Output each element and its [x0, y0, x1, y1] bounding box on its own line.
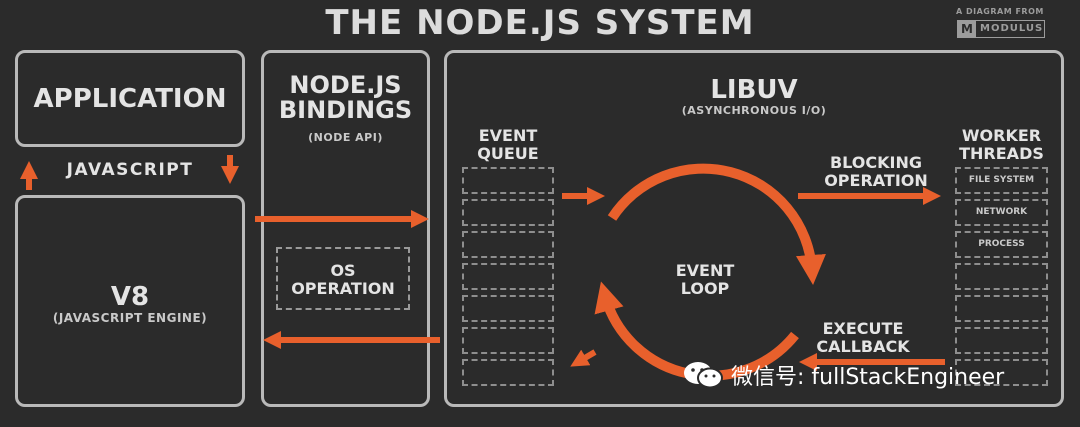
libuv-sublabel: (ASYNCHRONOUS I/O) — [681, 104, 827, 117]
v8-sublabel: (JAVASCRIPT ENGINE) — [52, 311, 208, 325]
nodejs-bindings-box: NODE.JS BINDINGS (NODE API) — [261, 50, 430, 407]
blocking-operation-label: BLOCKING OPERATION — [824, 153, 928, 191]
v8-engine-box: V8 (JAVASCRIPT ENGINE) — [15, 195, 245, 407]
brand-logo: M MODULUS — [957, 20, 1045, 38]
worker-slot — [955, 263, 1048, 290]
queue-slot — [462, 231, 554, 258]
watermark: 微信号: fullStackEngineer — [683, 358, 1004, 392]
worker-threads-label: WORKER THREADS — [959, 126, 1044, 164]
brand-caption: A DIAGRAM FROM — [956, 7, 1044, 16]
application-box: APPLICATION — [15, 50, 245, 147]
watermark-text: 微信号: fullStackEngineer — [731, 365, 1005, 390]
bindings-label: NODE.JS BINDINGS — [278, 71, 413, 125]
os-operation-box: OS OPERATION — [276, 247, 410, 310]
queue-slot — [462, 327, 554, 354]
libuv-box: LIBUV (ASYNCHRONOUS I/O) — [444, 50, 1064, 407]
brand-logo-letter: M — [958, 21, 976, 37]
queue-slot — [462, 263, 554, 290]
worker-process: PROCESS — [955, 231, 1048, 258]
brand-name: MODULUS — [980, 23, 1044, 34]
loop-to-queue-arrow — [570, 349, 597, 367]
worker-network: NETWORK — [955, 199, 1048, 226]
bindings-sublabel: (NODE API) — [308, 131, 383, 144]
worker-slot — [955, 295, 1048, 322]
queue-slot — [462, 167, 554, 194]
wechat-icon — [683, 360, 725, 390]
worker-slot — [955, 359, 1048, 386]
worker-slot — [955, 327, 1048, 354]
event-loop-label: EVENT LOOP — [675, 261, 735, 299]
queue-slot — [462, 295, 554, 322]
diagram-title: THE NODE.JS SYSTEM — [325, 3, 755, 43]
event-queue-label: EVENT QUEUE — [477, 126, 539, 164]
javascript-label: JAVASCRIPT — [66, 160, 194, 180]
libuv-label: LIBUV — [710, 75, 798, 105]
queue-slot — [462, 199, 554, 226]
application-label: APPLICATION — [33, 84, 227, 114]
os-operation-label: OS OPERATION — [291, 261, 395, 298]
v8-label: V8 — [110, 282, 150, 312]
event-loop-top-arc — [607, 163, 826, 285]
queue-slot — [462, 359, 554, 386]
execute-callback-label: EXECUTE CALLBACK — [816, 319, 910, 357]
worker-file-system: FILE SYSTEM — [955, 167, 1048, 194]
